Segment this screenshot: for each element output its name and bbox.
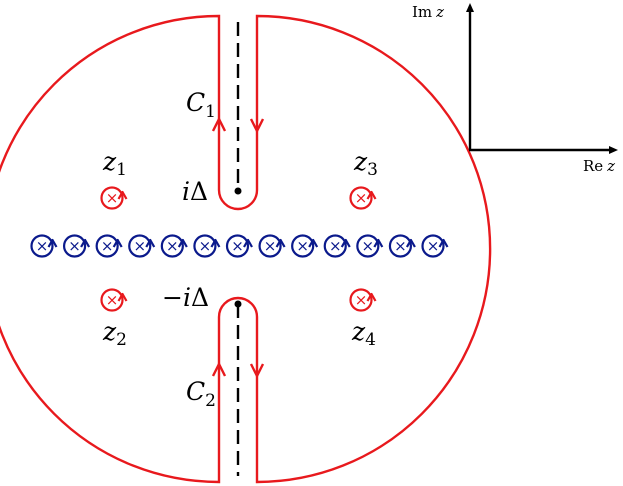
pole-orientation-arrow <box>80 238 91 248</box>
pole-cross: × <box>362 237 375 255</box>
pole-cross: × <box>101 237 114 255</box>
pole-orientation-arrow <box>373 238 384 248</box>
pole-cross: × <box>264 237 277 255</box>
pole-cross: × <box>133 237 146 255</box>
pole-row-item: × <box>388 234 416 258</box>
pole-loop <box>100 186 124 210</box>
red-poles: × × × × <box>100 186 377 312</box>
pole-orientation-arrow <box>340 238 351 248</box>
pole-z4: × <box>349 288 377 312</box>
pole-orientation-arrow <box>112 238 123 248</box>
pole-loop <box>160 234 184 258</box>
pole-cross: × <box>329 237 342 255</box>
label-z4: z4 <box>351 317 376 350</box>
pole-orientation-arrow <box>145 238 156 248</box>
pole-z3: × <box>349 186 377 210</box>
label-z2: z2 <box>102 317 127 350</box>
pole-orientation-arrow <box>117 190 128 200</box>
pole-row-item: × <box>291 234 319 258</box>
arrow-down-c1 <box>249 118 265 133</box>
pole-cross: × <box>166 237 179 255</box>
pole-row-item: × <box>193 234 221 258</box>
pole-loop <box>356 234 380 258</box>
label-i-delta: iΔ <box>182 177 208 206</box>
pole-loop <box>225 234 250 258</box>
pole-row-item: × <box>62 234 91 258</box>
pole-orientation-arrow <box>47 238 58 248</box>
pole-loop <box>349 186 373 210</box>
pole-loop <box>62 234 87 258</box>
pole-cross: × <box>355 291 368 309</box>
pole-row-item: × <box>421 234 449 258</box>
pole-orientation-arrow <box>177 238 188 248</box>
pole-row-item: × <box>258 234 286 258</box>
pole-loop <box>30 234 54 258</box>
pole-cross: × <box>231 237 244 255</box>
pole-loop <box>349 288 373 312</box>
pole-row-item: × <box>323 234 351 258</box>
axis-imag-arrowhead <box>466 3 474 12</box>
pole-row-item: × <box>95 234 123 258</box>
arrow-up-c1 <box>211 117 227 132</box>
pole-orientation-arrow <box>366 292 377 302</box>
pole-cross: × <box>355 189 368 207</box>
label-z3: z3 <box>353 147 378 180</box>
pole-cross: × <box>199 237 212 255</box>
label-z1: z1 <box>102 147 127 180</box>
label-c1: C1 <box>186 88 216 122</box>
axis-real-arrowhead <box>609 146 618 154</box>
pole-z2: × <box>100 288 128 312</box>
pole-orientation-arrow <box>366 190 377 200</box>
pole-cross: × <box>36 237 49 255</box>
pole-z1: × <box>100 186 128 210</box>
pole-loop <box>193 234 217 258</box>
pole-loop <box>128 234 152 258</box>
pole-orientation-arrow <box>243 238 253 248</box>
arrow-down-c2 <box>249 363 265 378</box>
pole-row-item: × <box>160 234 188 258</box>
pole-loop <box>388 234 413 258</box>
branch-point-top <box>234 187 242 195</box>
pole-loop <box>421 234 445 258</box>
outer-contour <box>0 14 492 484</box>
pole-cross: × <box>427 237 440 255</box>
pole-cross: × <box>296 237 309 255</box>
branch-point-bottom <box>234 300 242 308</box>
pole-cross: × <box>68 237 81 255</box>
pole-loop <box>95 234 119 258</box>
pole-orientation-arrow <box>405 238 416 248</box>
pole-row-item: × <box>356 234 384 258</box>
pole-loop <box>291 234 315 258</box>
pole-cross: × <box>106 189 119 207</box>
pole-row-item: × <box>128 234 156 258</box>
pole-orientation-arrow <box>438 238 449 248</box>
pole-orientation-arrow <box>275 238 286 248</box>
pole-row-item: × <box>30 234 58 258</box>
label-minus-i-delta: −iΔ <box>162 283 209 312</box>
arrow-up-c2 <box>211 362 227 377</box>
pole-cross: × <box>394 237 407 255</box>
pole-orientation-arrow <box>308 238 319 248</box>
pole-row-item: × <box>225 234 253 258</box>
label-c2: C2 <box>186 377 216 411</box>
blue-pole-row: × × × × × × × × × × × × × <box>30 234 449 258</box>
pole-loop <box>100 288 124 312</box>
pole-orientation-arrow <box>117 292 128 302</box>
pole-orientation-arrow <box>210 238 221 248</box>
pole-cross: × <box>106 291 119 309</box>
pole-loop <box>258 234 282 258</box>
pole-loop <box>323 234 347 258</box>
